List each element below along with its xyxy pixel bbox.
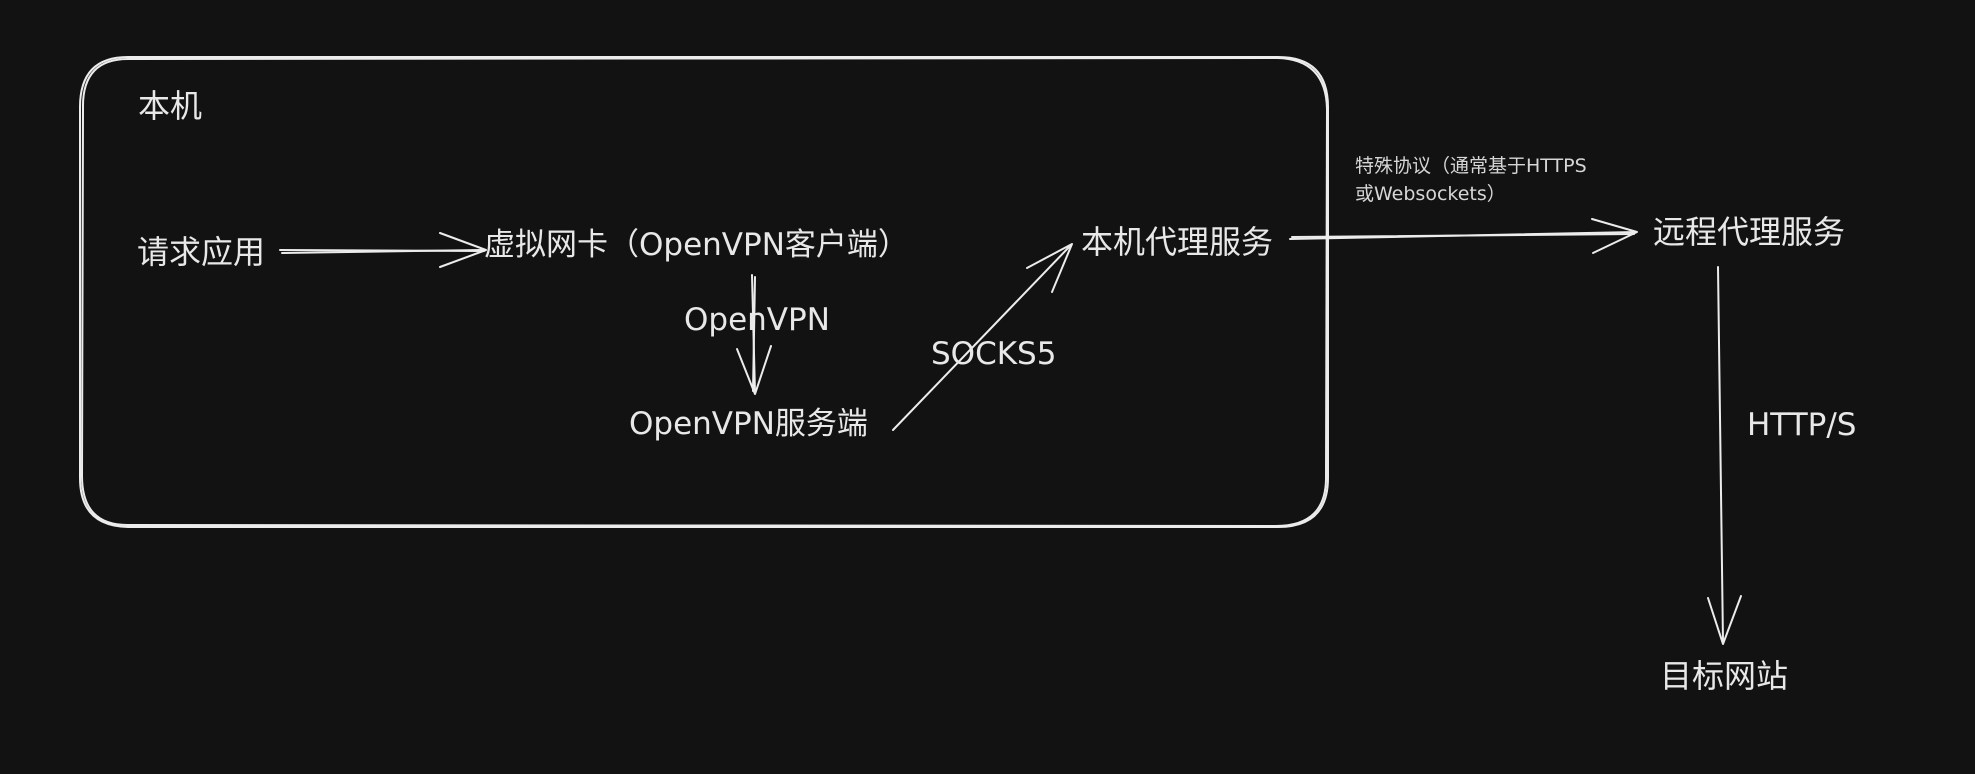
edge-label-special-protocol-line1: 特殊协议（通常基于HTTPS <box>1355 155 1587 177</box>
arrow-app-to-nic <box>279 232 487 268</box>
node-request-app: 请求应用 <box>137 233 266 271</box>
edge-label-special-protocol: 特殊协议（通常基于HTTPS 或Websockets） <box>1355 153 1587 208</box>
local-machine-box <box>79 56 1329 528</box>
edge-label-special-protocol-line2: 或Websockets） <box>1355 182 1506 205</box>
arrow-proxy-to-remote <box>1289 218 1638 254</box>
edge-label-socks5: SOCKS5 <box>931 336 1057 372</box>
edge-label-openvpn: OpenVPN <box>684 302 830 338</box>
node-remote-proxy: 远程代理服务 <box>1653 213 1846 251</box>
arrow-server-to-proxy <box>892 243 1073 431</box>
node-local-proxy: 本机代理服务 <box>1081 223 1274 261</box>
edge-label-https: HTTP/S <box>1747 407 1857 443</box>
local-machine-label: 本机 <box>138 87 203 125</box>
arrow-nic-to-server <box>736 274 772 395</box>
node-virtual-nic: 虚拟网卡（OpenVPN客户端） <box>484 227 909 263</box>
node-openvpn-server: OpenVPN服务端 <box>629 406 868 442</box>
node-target-site: 目标网站 <box>1660 657 1789 695</box>
arrow-remote-to-target <box>1707 266 1742 645</box>
